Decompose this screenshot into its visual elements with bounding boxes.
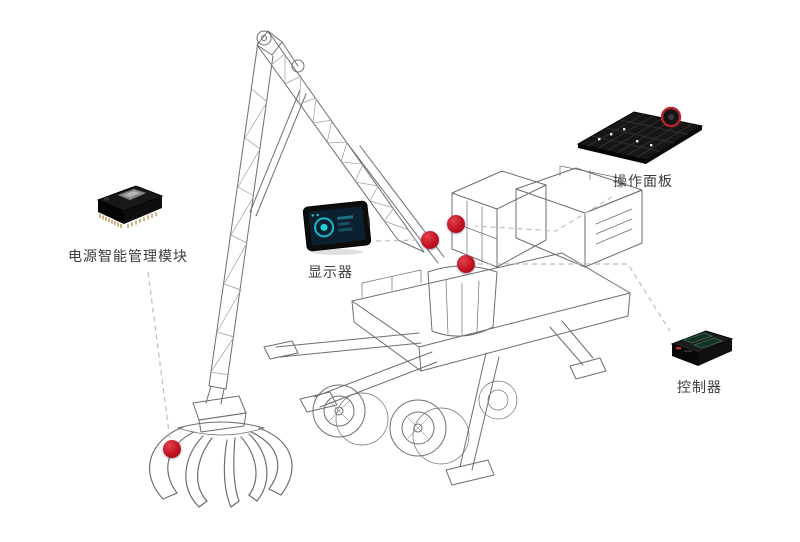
- hotspot-boom-base[interactable]: [421, 231, 439, 249]
- controller-image: [670, 330, 734, 366]
- hotspot-cab-lower[interactable]: [457, 255, 475, 273]
- connector-power-module: [147, 271, 171, 441]
- connector-controller: [478, 263, 671, 332]
- label-power-module: 电源智能管理模块: [68, 248, 188, 264]
- hotspot-grapple[interactable]: [163, 440, 181, 458]
- callout-connectors: [147, 196, 671, 441]
- label-display: 显示器: [308, 264, 353, 280]
- label-control-panel: 操作面板: [613, 173, 673, 189]
- display-image: [302, 200, 372, 255]
- boom-lattice: [210, 53, 410, 376]
- control-panel-image: [576, 106, 704, 164]
- connector-display: [375, 239, 420, 242]
- hotspot-cab-upper[interactable]: [447, 215, 465, 233]
- connector-control-panel: [474, 196, 613, 232]
- power-module-image: [96, 185, 164, 228]
- label-controller: 控制器: [677, 379, 722, 395]
- crane-wireframe: [148, 30, 643, 508]
